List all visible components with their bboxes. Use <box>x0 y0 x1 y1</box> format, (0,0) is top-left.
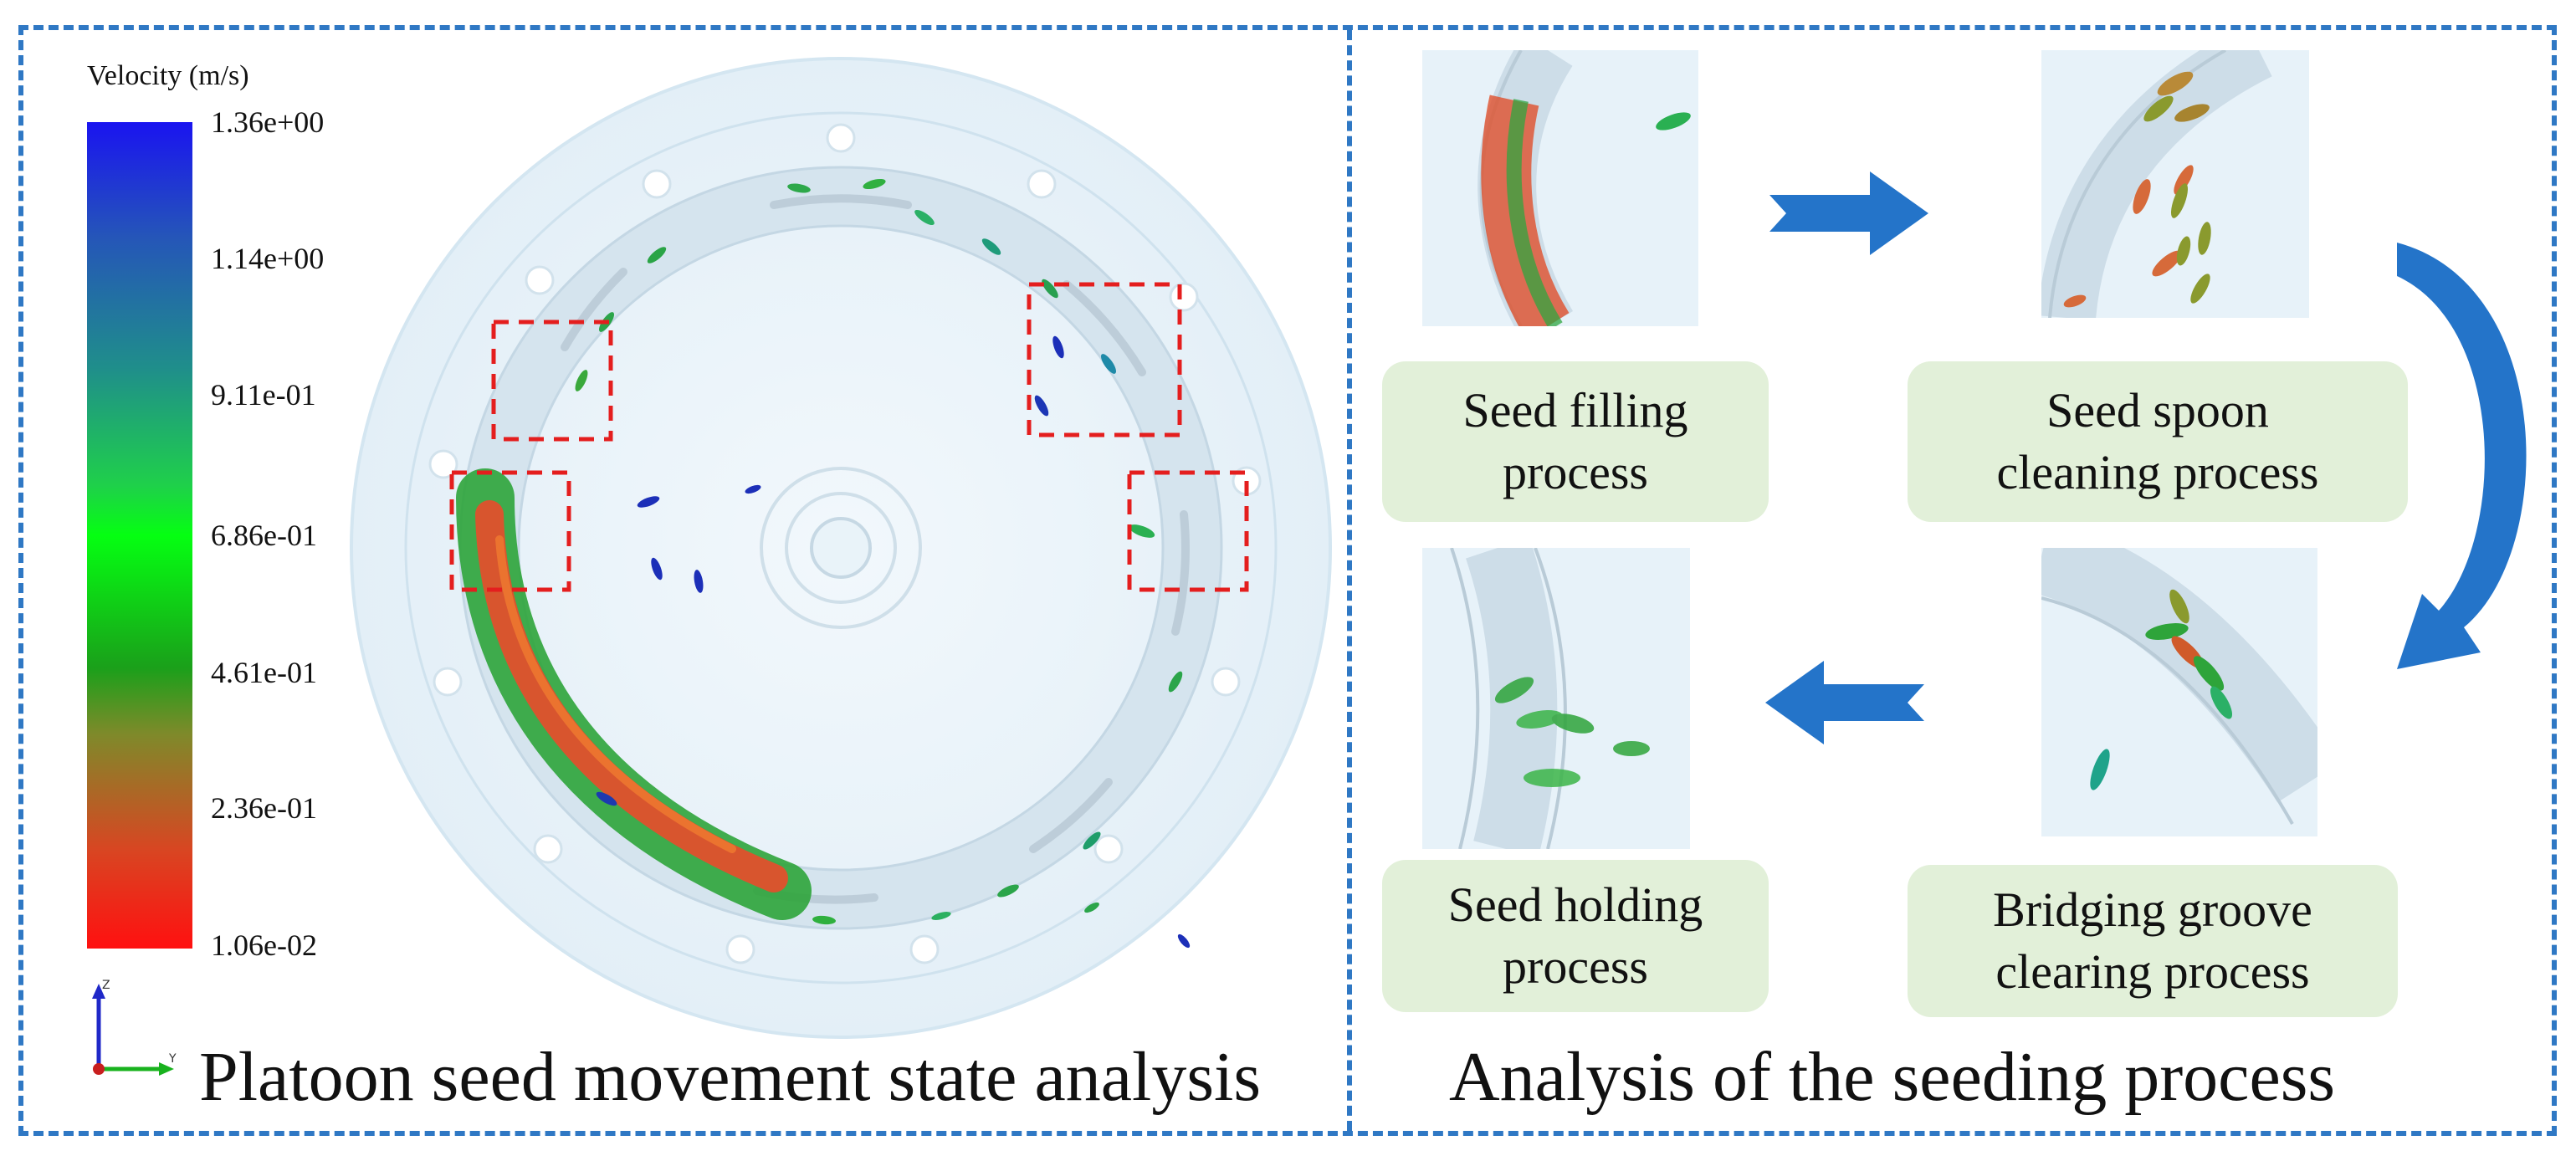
stage-label-line: clearing process <box>1995 944 2310 999</box>
colorbar-tick: 6.86e-01 <box>211 519 317 552</box>
stage-label-line: process <box>1503 445 1648 499</box>
bridging-groove-clearing-image <box>2041 548 2317 836</box>
arrow-left-icon <box>1765 661 1924 744</box>
colorbar-tick: 9.11e-01 <box>211 378 316 412</box>
colorbar-tick: 1.06e-02 <box>211 928 317 962</box>
seed-filling-image <box>1422 50 1698 326</box>
stage-label-line: Bridging groove <box>1993 882 2312 937</box>
panel-divider <box>1347 30 1352 1131</box>
stage-label-seed-filling: Seed filling process <box>1382 361 1769 522</box>
colorbar-tick: 1.36e+00 <box>211 105 325 139</box>
seed-spoon-cleaning-image <box>2041 50 2309 318</box>
stage-label-line: Seed holding <box>1447 877 1703 932</box>
stage-label-line: cleaning process <box>1996 445 2319 499</box>
right-panel-title: Analysis of the seeding process <box>1449 1038 2336 1116</box>
arrow-right-icon <box>1769 171 1928 255</box>
seed-holding-image <box>1422 548 1690 849</box>
seed-disc-simulation <box>350 57 1332 1039</box>
colorbar-tick: 4.61e-01 <box>211 656 317 689</box>
curved-arrow-down-icon <box>2397 243 2527 669</box>
colorbar-tick: 2.36e-01 <box>211 791 317 825</box>
coordinate-axes-icon: Z Y <box>92 979 177 1076</box>
stage-label-line: Seed filling <box>1462 382 1688 437</box>
outer-frame <box>18 25 2557 1136</box>
axis-label-y: Y <box>168 1052 177 1066</box>
left-panel-title: Platoon seed movement state analysis <box>199 1038 1262 1116</box>
velocity-colorbar <box>87 122 192 949</box>
stage-label-bridging-groove-clearing: Bridging groove clearing process <box>1908 865 2398 1017</box>
stage-label-line: Seed spoon <box>2046 382 2269 437</box>
velocity-legend-title: Velocity (m/s) <box>87 60 249 91</box>
stage-label-seed-holding: Seed holding process <box>1382 860 1769 1012</box>
stage-label-seed-spoon-cleaning: Seed spoon cleaning process <box>1908 361 2408 522</box>
axis-label-z: Z <box>102 979 110 992</box>
stage-label-line: process <box>1503 939 1648 994</box>
colorbar-tick: 1.14e+00 <box>211 242 325 275</box>
